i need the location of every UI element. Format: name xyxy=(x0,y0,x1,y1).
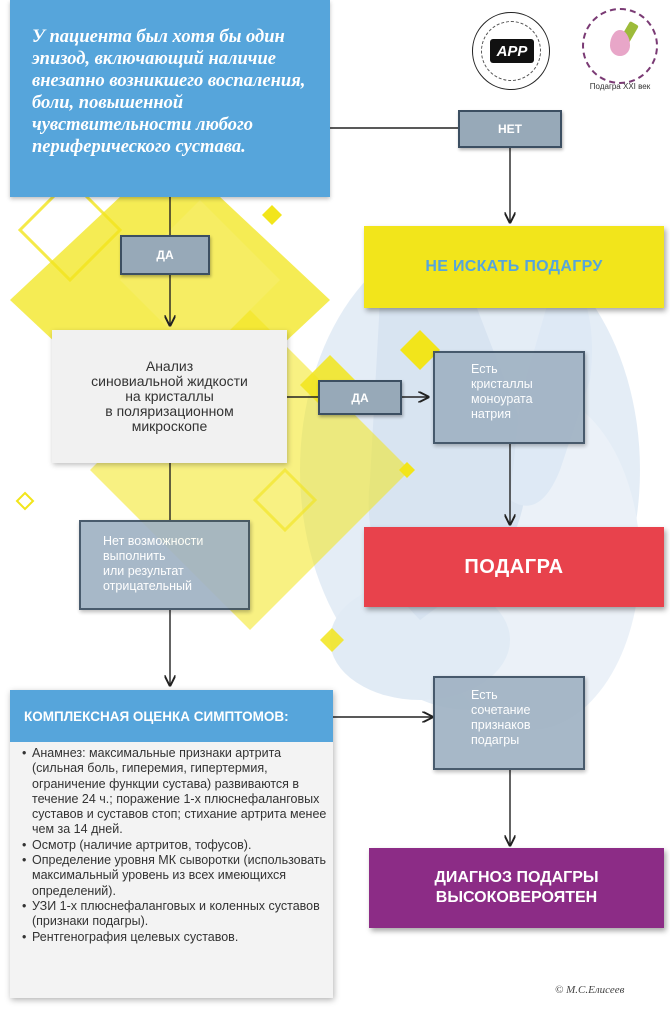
synovial-analysis-box: Анализ синовиальной жидкости на кристалл… xyxy=(52,330,287,463)
crystals-found-box: Есть кристаллы моноурата натрия xyxy=(433,351,585,444)
yes-tag-right: ДА xyxy=(318,380,402,415)
negative-result-box: Нет возможности выполнить или результат … xyxy=(79,520,250,610)
negative-line-3: или результат xyxy=(103,564,184,578)
gout-text: ПОДАГРА xyxy=(464,555,564,578)
diagnosis-outcome: ДИАГНОЗ ПОДАГРЫ ВЫСОКОВЕРОЯТЕН xyxy=(369,848,664,928)
diagnosis-line-1: ДИАГНОЗ ПОДАГРЫ xyxy=(434,869,599,886)
intro-text: У пациента был хотя бы один эпизод, вклю… xyxy=(32,27,306,157)
negative-line-2: выполнить xyxy=(103,549,166,563)
crystals-line-4: натрия xyxy=(471,407,512,421)
yes-label-right: ДА xyxy=(351,390,369,405)
copyright: © М.С.Елисеев xyxy=(555,984,625,996)
diagnosis-line-2: ВЫСОКОВЕРОЯТЕН xyxy=(435,889,598,906)
analysis-line-1: Анализ xyxy=(145,358,194,374)
complex-title-text: КОМПЛЕКСНАЯ ОЦЕНКА СИМПТОМОВ: xyxy=(24,708,289,724)
analysis-line-5: микроскопе xyxy=(131,418,208,434)
analysis-line-4: в поляризационном xyxy=(105,403,234,419)
no-gout-text: НЕ ИСКАТЬ ПОДАГРУ xyxy=(425,258,603,275)
combination-line-3: признаков xyxy=(471,718,531,732)
logo-caption: Подагра XXI век xyxy=(589,82,651,91)
complex-evaluation-panel: КОМПЛЕКСНАЯ ОЦЕНКА СИМПТОМОВ: Анамнез: м… xyxy=(10,690,333,998)
drop-icon xyxy=(610,30,630,56)
symptom-item-exam: Осмотр (наличие артритов, тофусов). xyxy=(22,838,327,854)
complex-evaluation-title: КОМПЛЕКСНАЯ ОЦЕНКА СИМПТОМОВ: xyxy=(10,690,333,742)
crystals-line-3: моноурата xyxy=(471,392,533,406)
combination-box: Есть сочетание признаков подагры xyxy=(433,676,585,770)
association-logo: АРР xyxy=(472,12,550,90)
no-gout-outcome: НЕ ИСКАТЬ ПОДАГРУ xyxy=(364,226,664,308)
symptom-item-anamnesis: Анамнез: максимальные признаки артрита (… xyxy=(22,746,327,838)
analysis-line-3: на кристаллы xyxy=(125,388,214,404)
combination-line-4: подагры xyxy=(471,733,520,747)
symptom-list: Анамнез: максимальные признаки артрита (… xyxy=(10,742,333,945)
no-tag: НЕТ xyxy=(458,110,562,148)
negative-line-4: отрицательный xyxy=(103,579,192,593)
foundation-logo xyxy=(582,8,658,84)
symptom-item-xray: Рентгенография целевых суставов. xyxy=(22,930,327,946)
analysis-line-2: синовиальной жидкости xyxy=(91,373,248,389)
crystals-line-1: Есть xyxy=(471,362,498,376)
symptom-item-uric-acid: Определение уровня МК сыворотки (использ… xyxy=(22,853,327,899)
combination-line-1: Есть xyxy=(471,688,498,702)
gout-outcome: ПОДАГРА xyxy=(364,527,664,607)
intro-condition-box: У пациента был хотя бы один эпизод, вклю… xyxy=(10,0,330,197)
logo-ring-inner xyxy=(481,21,541,81)
negative-line-1: Нет возможности xyxy=(103,534,204,548)
combination-line-2: сочетание xyxy=(471,703,531,717)
crystals-line-2: кристаллы xyxy=(471,377,533,391)
logo-app-text: АРР xyxy=(490,39,534,63)
yes-tag-left: ДА xyxy=(120,235,210,275)
yes-label-left: ДА xyxy=(156,248,174,262)
symptom-item-ultrasound: УЗИ 1-х плюснефаланговых и коленных суст… xyxy=(22,899,327,930)
no-label: НЕТ xyxy=(498,122,522,136)
